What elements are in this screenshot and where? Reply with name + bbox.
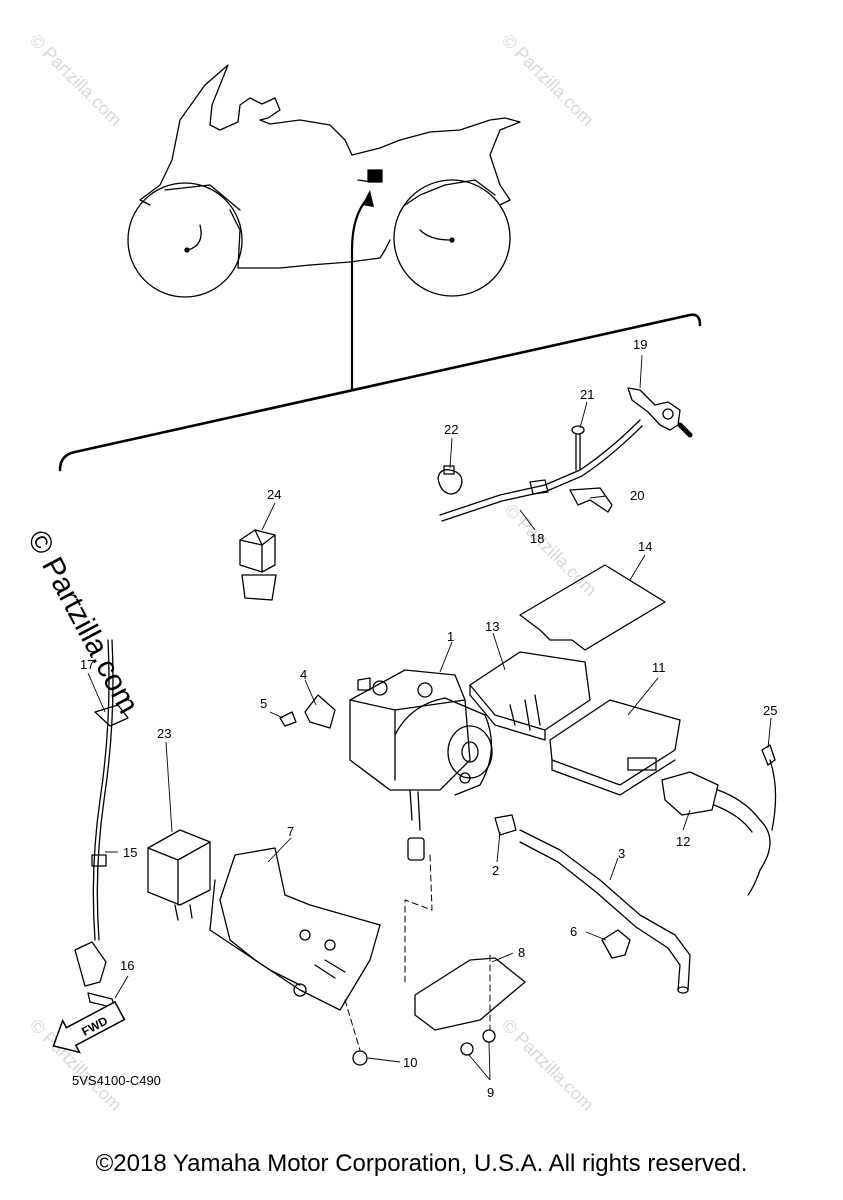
callout-23: 23 (157, 726, 171, 741)
callout-2: 2 (492, 863, 499, 878)
callout-16: 16 (120, 958, 134, 973)
callout-10: 10 (403, 1055, 417, 1070)
part-13-ecu (469, 651, 591, 741)
part-3-hose (519, 829, 691, 994)
callout-5: 5 (260, 696, 267, 711)
part-9-nut-a (460, 1042, 474, 1056)
part-4-bracket (304, 694, 336, 729)
part-19-sensor (439, 387, 693, 522)
part-22-clip (437, 465, 463, 495)
callout-21: 21 (580, 387, 594, 402)
callout-20: 20 (630, 488, 644, 503)
part-6-clamp (601, 929, 631, 959)
callout-22: 22 (444, 422, 458, 437)
part-14-plate (519, 564, 666, 651)
callout-4: 4 (300, 667, 307, 682)
part-21-bolt (571, 425, 585, 471)
callout-9: 9 (487, 1085, 494, 1100)
callout-7: 7 (287, 824, 294, 839)
detail-frame-line (58, 313, 702, 472)
callout-19: 19 (633, 337, 647, 352)
part-1-abs-unit (349, 669, 493, 861)
callout-6: 6 (570, 924, 577, 939)
callout-12: 12 (676, 834, 690, 849)
callout-13: 13 (485, 619, 499, 634)
part-2-fitting (494, 814, 517, 836)
pointer-arrow (350, 196, 370, 392)
callout-11: 11 (652, 660, 666, 675)
part-25-tie (761, 744, 777, 831)
fwd-arrow-icon: FWD (52, 1000, 126, 1054)
part-7-bracket (209, 847, 381, 1011)
callout-8: 8 (518, 945, 525, 960)
part-20-clamp (569, 487, 613, 513)
callout-14: 14 (638, 539, 652, 554)
motorcycle-outline (127, 64, 521, 298)
callout-18: 18 (530, 531, 544, 546)
diagram-code: 5VS4100-C490 (72, 1073, 161, 1088)
part-8-bracket (414, 957, 526, 1031)
copyright-notice: ©2018 Yamaha Motor Corporation, U.S.A. A… (95, 1150, 748, 1177)
callout-15: 15 (123, 845, 137, 860)
part-24-relay (239, 529, 277, 601)
part-15-sensor (74, 639, 114, 987)
callout-17: 17 (80, 657, 94, 672)
part-18-grommet (529, 479, 549, 495)
callout-1: 1 (447, 629, 454, 644)
part-11-box (549, 699, 681, 796)
part-23-module (147, 829, 211, 921)
callout-24: 24 (267, 487, 281, 502)
callout-25: 25 (763, 703, 777, 718)
part-10-nut (352, 1050, 368, 1066)
part-17-clip (94, 704, 129, 727)
callout-3: 3 (618, 846, 625, 861)
part-9-nut-b (482, 1029, 496, 1043)
part-12-connector (661, 771, 771, 896)
part-5-bolt (279, 711, 297, 727)
